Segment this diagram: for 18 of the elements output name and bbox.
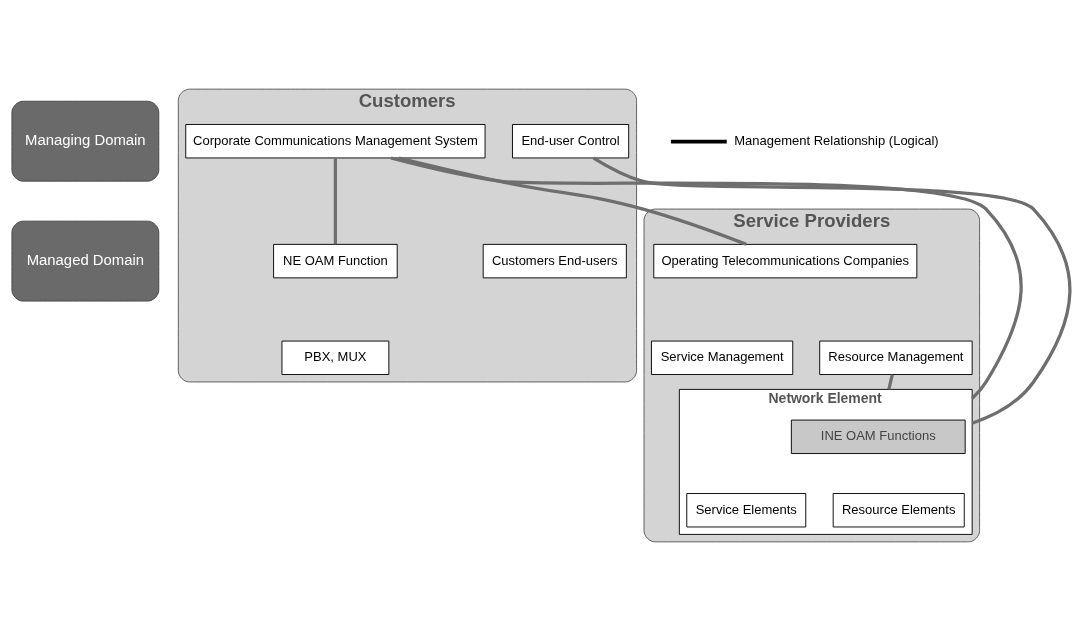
node-box: End-user Control (512, 123, 630, 158)
node-box: INE OAM Functions (790, 419, 966, 454)
node-box: Resource Management (819, 340, 973, 375)
connector (333, 157, 338, 244)
node-box: PBX, MUX (281, 340, 390, 375)
node-box: Managing Domain (11, 100, 160, 182)
node-box: Operating Telecommunications Companies (653, 243, 918, 278)
node-box: Corporate Communications Management System (185, 123, 486, 158)
node-box: Managed Domain (11, 220, 160, 302)
node-box: Service Management (651, 340, 794, 375)
connector (887, 373, 894, 390)
connector (398, 155, 747, 246)
node-box: Resource Elements (832, 492, 965, 527)
legend-label: Management Relationship (Logical) (734, 132, 939, 148)
node-box: Service Elements (686, 492, 807, 527)
node-box: NE OAM Function (273, 243, 398, 278)
connector (390, 155, 1023, 400)
node-box: Customers End-users (482, 243, 627, 278)
